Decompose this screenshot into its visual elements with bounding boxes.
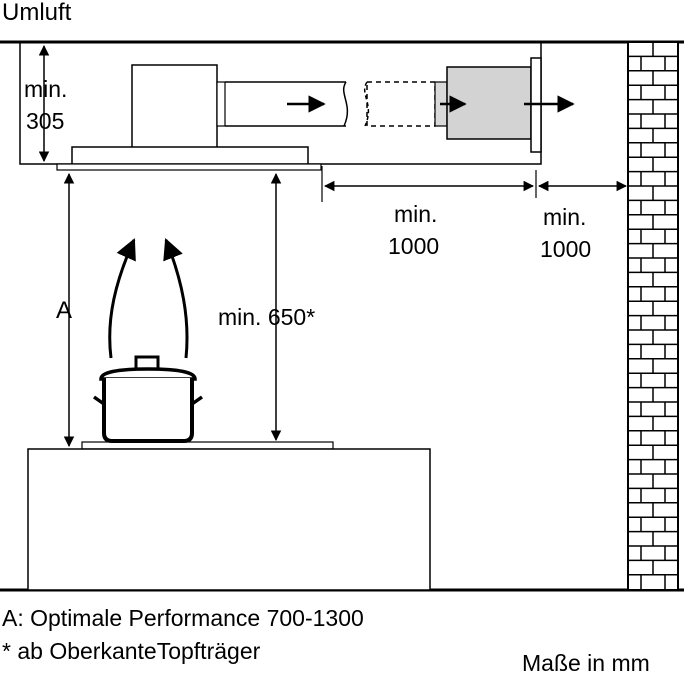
note-pot-support: * ab OberkanteTopfträger bbox=[2, 638, 261, 664]
hood-height-label-1: min. bbox=[24, 76, 67, 102]
cooking-pot-icon bbox=[92, 355, 204, 443]
wall-gap-label-2: 1000 bbox=[540, 236, 591, 262]
kitchen-counter bbox=[27, 448, 431, 591]
note-performance: A: Optimale Performance 700-1300 bbox=[2, 605, 364, 631]
steam-arrow-left bbox=[108, 238, 136, 359]
distance-a-label: A bbox=[56, 297, 72, 324]
hood-panel bbox=[71, 146, 309, 165]
duct-collar bbox=[216, 81, 226, 127]
duct-length-label-1: min. bbox=[394, 201, 437, 227]
hood-motor-box bbox=[131, 64, 218, 149]
cooktop bbox=[81, 441, 334, 450]
distance-min-label: min. 650* bbox=[218, 304, 315, 330]
hood-height-label-2: 305 bbox=[26, 108, 64, 134]
hood-glass-plate bbox=[56, 163, 322, 171]
diagram-title: Umluft bbox=[2, 0, 72, 26]
duct-break-mark-dashed bbox=[363, 81, 370, 127]
wall-gap-label-1: min. bbox=[543, 204, 586, 230]
steam-arrow-right bbox=[163, 238, 189, 359]
units-label: Maße in mm bbox=[522, 650, 650, 676]
duct-break-mark bbox=[342, 81, 349, 127]
brick-wall bbox=[627, 41, 679, 591]
duct-extension-dashed bbox=[366, 81, 436, 127]
duct-length-label-2: 1000 bbox=[388, 233, 439, 259]
